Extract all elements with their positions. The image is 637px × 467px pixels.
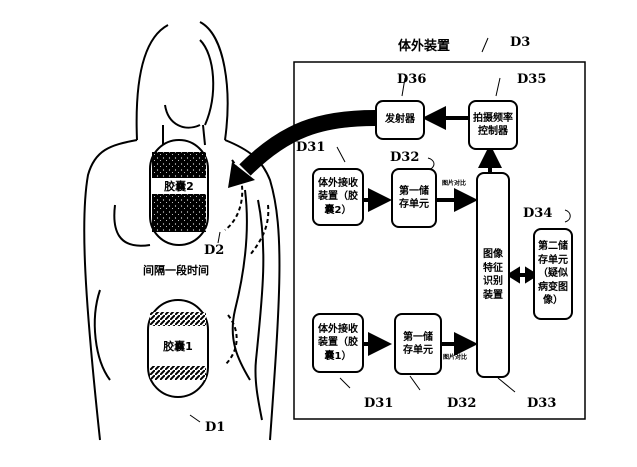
frequency-controller-box: 拍摄频率控制器 — [468, 100, 518, 150]
transmitter-box: 发射器 — [375, 100, 425, 140]
capsule-1-label: 胶囊1 — [150, 338, 206, 354]
leader-lines — [189, 37, 571, 423]
external-device-title: 体外装置 — [398, 39, 451, 54]
label-d2: D2 — [204, 243, 225, 258]
compare-label-bottom: 图片对比 — [443, 354, 468, 361]
receiver-capsule2-box: 体外接收装置（胶囊2） — [312, 168, 364, 226]
label-d31-top: D31 — [296, 140, 326, 155]
flow-arrows — [364, 106, 502, 356]
label-d32-bottom: D32 — [447, 396, 477, 411]
label-d3: D3 — [510, 35, 531, 50]
image-recognition-box: 图像特征识别装置 — [476, 172, 510, 378]
wireless-arrow — [239, 110, 376, 176]
first-storage-bottom-box: 第一储存单元 — [394, 313, 442, 375]
bidirectional-arrow — [506, 266, 539, 284]
label-d1: D1 — [205, 420, 226, 435]
receiver-capsule1-box: 体外接收装置（胶囊1） — [312, 313, 364, 373]
label-d32-top: D32 — [390, 150, 420, 165]
compare-label-top: 图片对比 — [442, 180, 467, 187]
second-storage-box: 第二储存单元（疑似病变图像） — [533, 228, 573, 320]
label-d34: D34 — [523, 206, 553, 221]
signal-dashes — [224, 159, 270, 366]
interval-label: 间隔一段时间 — [143, 264, 209, 277]
capsule-1 — [147, 299, 209, 398]
capsule-2-label: 胶囊2 — [152, 178, 206, 194]
human-body-outline — [83, 21, 281, 441]
first-storage-top-box: 第一储存单元 — [391, 168, 437, 228]
external-device-frame — [293, 61, 586, 420]
wireless-arrow-head — [228, 162, 255, 188]
label-d31-bottom: D31 — [364, 396, 394, 411]
label-d35: D35 — [517, 72, 547, 87]
label-d33: D33 — [527, 396, 557, 411]
label-d36: D36 — [397, 72, 427, 87]
